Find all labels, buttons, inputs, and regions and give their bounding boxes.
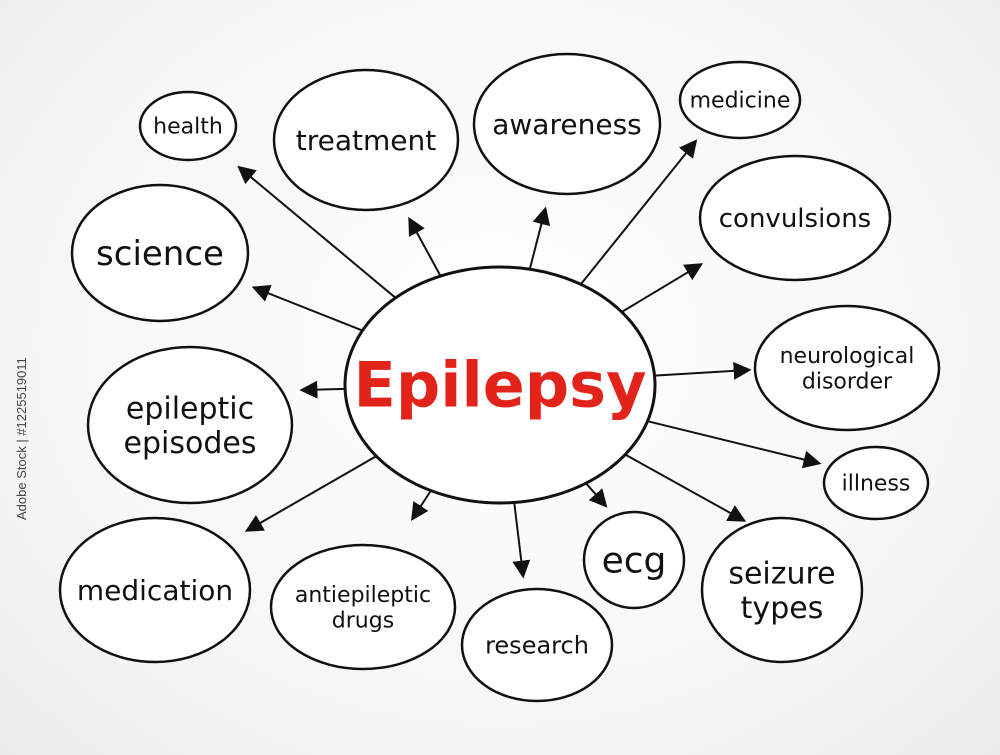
central-topic-ellipse [343,265,657,505]
arrow-medicine [580,139,698,285]
arrow-medication [244,455,377,532]
node-label: seizure [728,556,835,591]
connector-arrows [237,139,822,579]
node-label: drugs [332,608,394,633]
node-illness: illness [822,445,930,521]
node-ellipse [272,68,460,212]
node-label: neurological [780,344,915,369]
node-label: treatment [296,124,436,157]
node-label: ecg [602,541,667,582]
node-ellipse [472,52,662,196]
arrow-illness [647,420,822,469]
node-medicine: medicine [678,60,802,140]
node-ellipse [269,543,457,671]
node-label: illness [842,472,911,497]
node-awareness: awareness [472,52,662,196]
node-label: health [153,115,223,140]
node-label: episodes [124,426,257,461]
arrow-convulsions [621,263,704,313]
arrow-antiepileptic-drugs [411,490,432,522]
node-ellipse [698,154,892,282]
node-label: science [96,234,224,274]
node-treatment: treatment [272,68,460,212]
arrow-awareness [528,206,551,270]
arrow-neurological-disorder [654,361,752,380]
node-label: disorder [802,369,893,394]
node-label: medication [77,574,233,607]
node-science: science [70,183,250,323]
node-ecg: ecg [582,510,686,610]
node-label: epileptic [126,391,254,426]
node-label: awareness [492,108,642,141]
node-label: types [741,591,824,626]
node-ellipse [700,516,864,664]
stock-watermark: Adobe Stock | #1225519011 [14,357,29,520]
arrow-health [237,165,397,299]
node-ellipse [753,304,941,432]
arrow-treatment [408,216,442,277]
arrow-science [251,284,363,332]
node-ellipse [138,90,238,162]
node-ellipse [582,510,686,610]
arrow-seizure-types [624,453,747,522]
node-ellipse [822,445,930,521]
node-ellipse [460,587,614,703]
node-ellipse [58,516,252,664]
node-ellipse [678,60,802,140]
arrow-research [512,502,531,579]
node-research: research [460,587,614,703]
node-ellipse [70,183,250,323]
arrow-ecg [585,482,608,508]
node-label: antiepileptic [295,583,431,608]
node-label: convulsions [719,204,871,234]
arrow-epileptic-episodes [299,380,346,399]
node-medication: medication [58,516,252,664]
node-label: medicine [690,89,791,114]
topic-nodes: health treatment awareness medicine convulsi… [58,52,941,703]
central-topic-label: Epilepsy [354,349,647,422]
node-ellipse [86,345,294,505]
node-label: research [485,631,589,659]
node-convulsions: convulsions [698,154,892,282]
central-topic: Epilepsy [343,265,657,505]
node-health: health [138,90,238,162]
